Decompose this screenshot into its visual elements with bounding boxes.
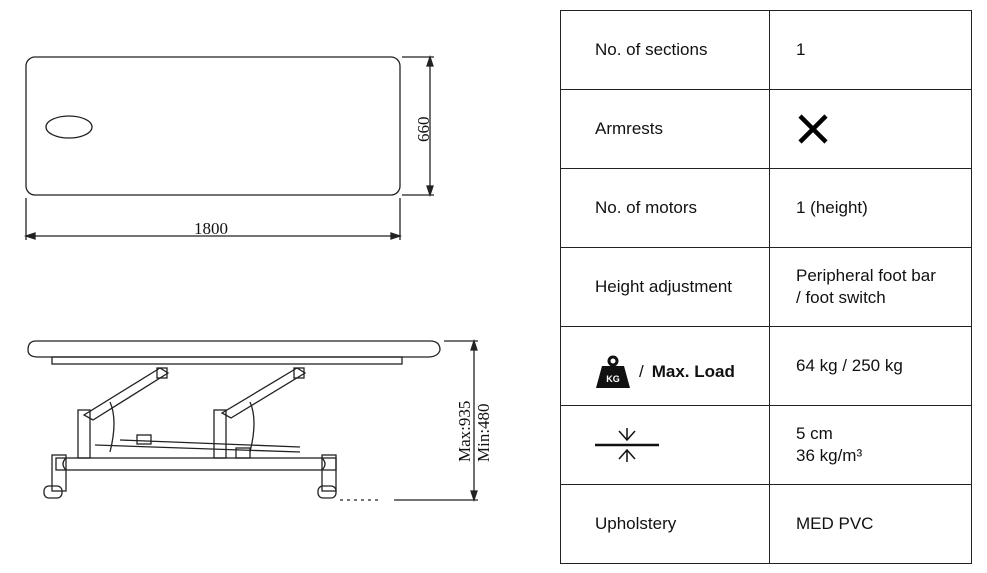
max-load-label: Max. Load — [651, 362, 735, 381]
side-view — [27, 338, 478, 503]
armrests-label: Armrests — [560, 89, 770, 169]
right-column — [213, 409, 227, 459]
cushion-profile — [27, 340, 441, 358]
table-row: No. of sections 1 — [560, 10, 972, 90]
wheel-left — [43, 485, 63, 499]
spec-table: No. of sections 1 Armrests No. of motors… — [560, 10, 972, 564]
face-hole — [45, 115, 93, 139]
max-load-prefix: / — [639, 362, 644, 381]
base-frame — [55, 457, 337, 471]
table-top-outline — [25, 56, 401, 196]
weight-kg-icon: KG — [596, 355, 630, 388]
table-row: 5 cm 36 kg/m³ — [560, 405, 972, 485]
thickness-icon — [595, 428, 659, 462]
sections-label: No. of sections — [560, 10, 770, 90]
cross-icon — [798, 114, 828, 144]
upholstery-value: MED PVC — [769, 484, 972, 564]
foam-density-value: 36 kg/m³ — [796, 446, 863, 465]
top-frame — [51, 356, 403, 365]
top-view — [23, 54, 434, 240]
table-row: Upholstery MED PVC — [560, 484, 972, 564]
height-adjustment-value-line2: / foot switch — [796, 288, 886, 307]
min-height-label: Min:480 — [474, 403, 493, 462]
lift-arm-left — [82, 367, 170, 421]
sections-value: 1 — [769, 10, 972, 90]
table-row: Height adjustment Peripheral foot bar / … — [560, 247, 972, 327]
technical-drawings: 1800 660 Max:935 Mi — [23, 54, 493, 503]
table-row: No. of motors 1 (height) — [560, 168, 972, 248]
height-adjustment-label: Height adjustment — [560, 247, 770, 327]
depth-label: 660 — [414, 117, 433, 143]
motors-value: 1 (height) — [769, 168, 972, 248]
wheel-right — [317, 485, 337, 499]
table-row: KG / Max. Load 64 kg / 250 kg — [560, 326, 972, 406]
max-load-value: 64 kg / 250 kg — [769, 326, 972, 406]
motors-label: No. of motors — [560, 168, 770, 248]
width-label: 1800 — [194, 219, 228, 238]
table-row: Armrests — [560, 89, 972, 169]
max-height-label: Max:935 — [455, 401, 474, 462]
upholstery-label: Upholstery — [560, 484, 770, 564]
lift-arm-right — [220, 367, 307, 419]
cushion-thickness-value: 5 cm — [796, 424, 833, 443]
weight-icon-text: KG — [606, 374, 620, 384]
height-adjustment-value-line1: Peripheral foot bar — [796, 266, 936, 285]
